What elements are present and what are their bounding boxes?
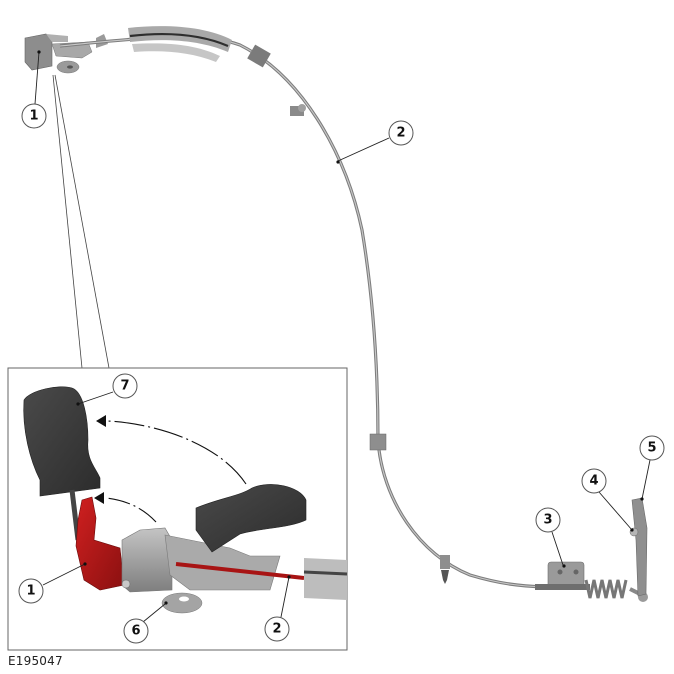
cable-guide-channel: [128, 26, 232, 62]
svg-text:1: 1: [26, 584, 35, 599]
release-handle-lowered: [195, 484, 307, 553]
svg-text:6: 6: [131, 624, 140, 639]
inset-callout-1: 1: [18, 578, 44, 604]
svg-text:4: 4: [589, 474, 598, 489]
main-callouts: 1 2 3 4 5: [21, 50, 665, 568]
release-handle-raised: [23, 386, 101, 497]
rotation-arrow: [105, 497, 157, 523]
svg-text:7: 7: [120, 379, 129, 394]
inset-callout-2: 2: [264, 616, 290, 642]
figure-id: E195047: [8, 654, 63, 668]
detail-inset: [7, 367, 348, 651]
inset-callout-6: 6: [123, 618, 149, 644]
cable-abutment-bracket: [535, 561, 590, 590]
svg-text:3: 3: [543, 513, 552, 528]
callout-3: 3: [535, 507, 561, 533]
main-view: [24, 26, 648, 602]
svg-text:5: 5: [647, 441, 656, 456]
svg-text:1: 1: [29, 109, 38, 124]
cable-clip: [290, 106, 304, 116]
cable-inner-highlighted: [175, 562, 305, 580]
arrow-head: [94, 492, 104, 504]
inset-callouts: 7 1 6 2: [18, 373, 291, 644]
callout-1: 1: [21, 103, 47, 129]
cable-clip: [247, 44, 271, 68]
callout-2: 2: [388, 120, 414, 146]
actuating-lever: [629, 497, 648, 597]
callout-5: 5: [639, 435, 665, 461]
detail-pointer-line: [52, 74, 83, 369]
release-handle-bracket: [24, 33, 108, 74]
cable-clip: [369, 433, 387, 451]
arrow-head: [96, 415, 106, 427]
cable-clip: [440, 555, 450, 569]
callout-4: 4: [581, 468, 607, 494]
handle-housing: [121, 527, 281, 614]
rotation-arrow: [107, 420, 247, 485]
svg-text:2: 2: [272, 622, 281, 637]
detail-pointer-line: [54, 74, 110, 369]
inset-callout-7: 7: [112, 373, 138, 399]
svg-text:2: 2: [396, 126, 405, 141]
